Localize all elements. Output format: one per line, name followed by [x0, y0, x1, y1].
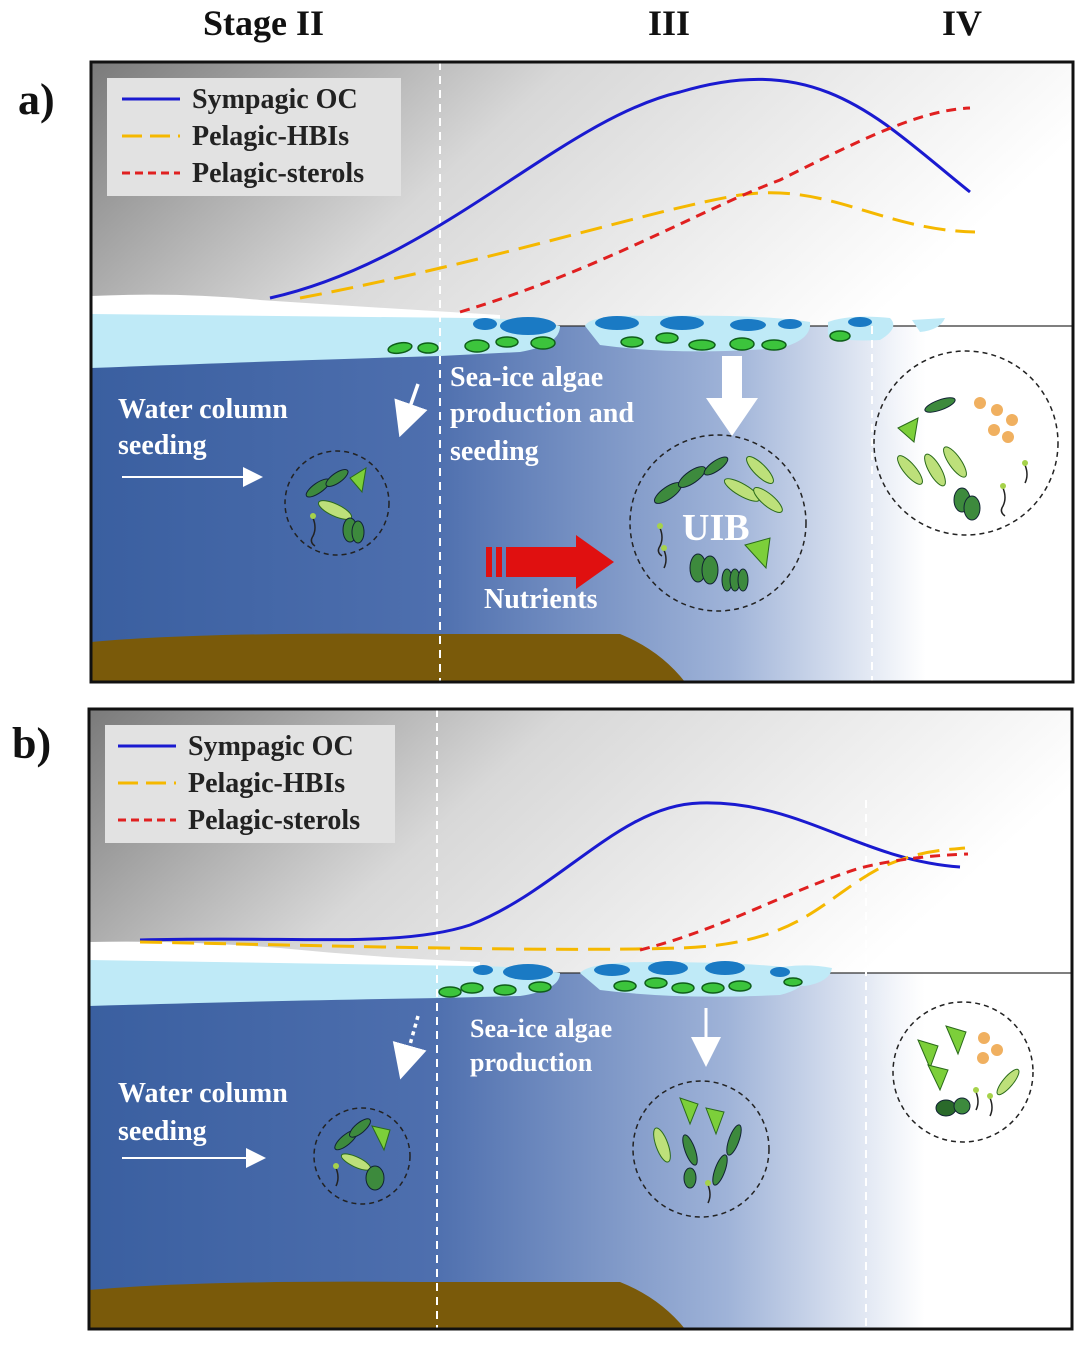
- stage-label-ii: Stage II: [203, 3, 325, 43]
- panel-b-community-circle-iv: [892, 1001, 1034, 1143]
- stage-label-iv: IV: [942, 3, 983, 43]
- panel-a-seeding-label-2: seeding: [118, 430, 207, 461]
- panel-a-big-down-arrow: [706, 356, 758, 436]
- panel-b-letter: b): [12, 719, 52, 768]
- panel-a-frame: [89, 60, 1075, 684]
- panel-b-sinking-arrow-dotted: [392, 1015, 427, 1080]
- panel-a-nutrients-label: Nutrients: [484, 584, 598, 615]
- panel-a-seeding-label-1: Water column: [118, 394, 288, 425]
- panel-b-legend-pelagic-sterols: Pelagic-sterols: [188, 805, 360, 836]
- panel-b-melt-pond: [473, 965, 493, 975]
- panel-a-algae-label-2: production and: [450, 398, 634, 429]
- panel-a-ice-floe-3: [912, 318, 945, 332]
- panel-b-algae-label-1: Sea-ice algae: [470, 1014, 612, 1043]
- panel-a-water-glow: [700, 326, 1073, 682]
- panel-b-frame: [87, 707, 1074, 1331]
- panel-a-sediment: [91, 633, 685, 682]
- panel-b-ice-algae: [438, 977, 803, 998]
- panel-a-snow: [91, 294, 500, 320]
- panel-a-algae-label-3: seeding: [450, 436, 539, 467]
- panel-b-seeding-label-1: Water column: [118, 1078, 288, 1109]
- panel-a-sinking-arrow: [394, 383, 428, 438]
- panel-a-community-circle-ii: [284, 450, 390, 556]
- panel-a-melt-pond: [660, 316, 704, 330]
- panel-a-curve-sympagic-oc: [269, 77, 971, 300]
- panel-b-curve-sympagic-oc: [139, 801, 961, 942]
- stage-label-iii: III: [648, 3, 691, 43]
- panel-b-snow: [89, 941, 480, 966]
- panel-a-melt-pond: [730, 319, 766, 331]
- panel-a-ice-algae: [387, 330, 851, 355]
- panel-b-legend-pelagic-hbis: Pelagic-HBIs: [188, 768, 345, 799]
- panel-b-melt-pond: [503, 964, 553, 980]
- panel-b-community-circle-ii: [313, 1107, 411, 1205]
- panel-b-curve-pelagic-sterols: [639, 852, 969, 952]
- panel-b-melt-pond: [770, 967, 790, 977]
- panel-b: Sympagic OC Pelagic-HBIs Pelagic-sterols…: [87, 707, 1074, 1331]
- panel-a-community-circle-iv: [873, 350, 1059, 536]
- panel-a-legend-sympagic-oc: Sympagic OC: [192, 84, 358, 115]
- panel-a-legend-pelagic-sterols: Pelagic-sterols: [192, 158, 364, 189]
- panel-a-community-circle-uib: [629, 434, 807, 612]
- panel-a-legend-pelagic-hbis: Pelagic-HBIs: [192, 121, 349, 152]
- panel-a-melt-pond: [778, 319, 802, 329]
- panel-b-melt-pond: [594, 964, 630, 976]
- panel-b-legend-sympagic-oc: Sympagic OC: [188, 731, 354, 762]
- panel-a-uib-label: UIB: [682, 507, 750, 549]
- panel-b-community-circle-iii: [632, 1080, 770, 1218]
- panel-a-melt-pond: [595, 316, 639, 330]
- panel-b-water-glow: [700, 973, 1072, 1329]
- panel-a-algae-label-1: Sea-ice algae: [450, 362, 603, 393]
- panel-a-curve-pelagic-sterols: [459, 106, 971, 314]
- panel-a-melt-pond: [473, 318, 497, 330]
- panel-b-melt-pond: [648, 961, 688, 975]
- panel-b-algae-label-2: production: [470, 1048, 593, 1077]
- panel-a-sea-ice: [91, 314, 560, 368]
- panel-a-melt-pond: [500, 317, 556, 335]
- panel-a: Sympagic OC Pelagic-HBIs Pelagic-sterols…: [89, 60, 1075, 684]
- panel-a-melt-pond: [848, 317, 872, 327]
- panel-b-seeding-label-2: seeding: [118, 1116, 207, 1147]
- panel-a-letter: a): [18, 75, 55, 124]
- panel-b-sediment: [89, 1281, 685, 1329]
- panel-a-nutrients-arrow: [486, 535, 614, 589]
- panel-a-curve-pelagic-hbis: [299, 191, 976, 300]
- panel-b-melt-pond: [705, 961, 745, 975]
